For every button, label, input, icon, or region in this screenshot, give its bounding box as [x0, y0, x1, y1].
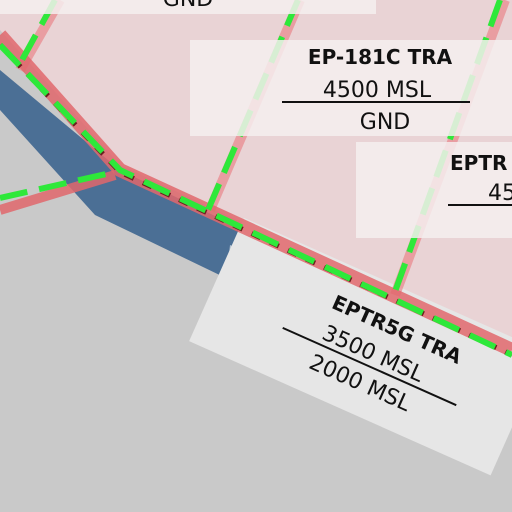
ep181c-name: EP-181C TRA: [308, 45, 453, 69]
eptr5g-divider: [282, 326, 457, 407]
eptr-right-label-box: [356, 142, 512, 238]
top-label-box: [0, 0, 376, 14]
top-lower-label: GND: [163, 0, 213, 12]
tra-border-branch: [0, 170, 117, 215]
ep181c-label-box: [190, 40, 512, 136]
ep181c-upper: 4500 MSL: [323, 78, 432, 103]
ep181c-lower: GND: [360, 110, 410, 135]
eptr-right-name: EPTR: [450, 151, 507, 175]
eptr-right-upper: 45: [488, 181, 512, 206]
eptr5g-label-box: [189, 217, 512, 476]
